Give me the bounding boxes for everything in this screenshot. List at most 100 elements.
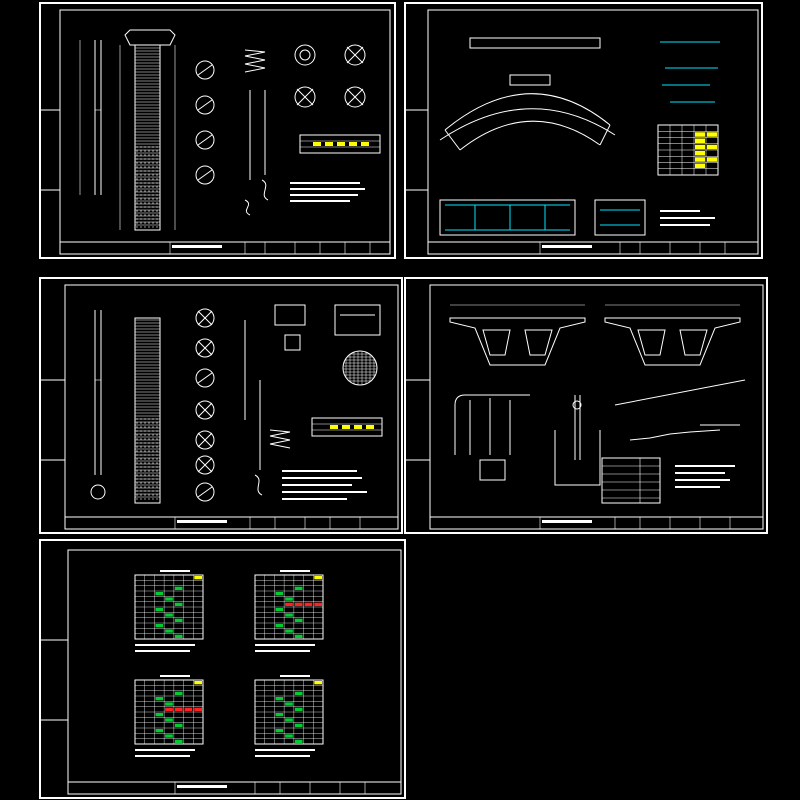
hatch-dot bbox=[156, 170, 158, 172]
hatch-dot bbox=[140, 186, 142, 188]
highlight-cell bbox=[184, 707, 193, 711]
hatch-dot bbox=[148, 450, 150, 452]
hatch-dot bbox=[148, 194, 150, 196]
hatch-dot bbox=[140, 458, 142, 460]
quantity-table bbox=[299, 134, 381, 154]
hatch-dot bbox=[148, 226, 150, 228]
highlight-cell bbox=[165, 597, 173, 601]
hatch-dot bbox=[152, 218, 154, 220]
hatch-dot bbox=[148, 454, 150, 456]
hatch-dot bbox=[152, 186, 154, 188]
highlight-cell bbox=[155, 624, 164, 628]
hatch-dot bbox=[144, 226, 146, 228]
hatch-dot bbox=[156, 190, 158, 192]
hatch-dot bbox=[136, 186, 138, 188]
hatch-dot bbox=[152, 146, 154, 148]
hatch-dot bbox=[144, 486, 146, 488]
highlight-cell bbox=[174, 707, 183, 711]
hatch-dot bbox=[148, 214, 150, 216]
hatch-dot bbox=[136, 158, 138, 160]
hatch-dot bbox=[156, 422, 158, 424]
hatch-dot bbox=[152, 214, 154, 216]
hatch-dot bbox=[144, 418, 146, 420]
hatch-dot bbox=[136, 194, 138, 196]
hatch-dot bbox=[156, 438, 158, 440]
hatch-dot bbox=[144, 174, 146, 176]
table-title bbox=[160, 675, 190, 677]
hatch-dot bbox=[144, 202, 146, 204]
highlight-cell bbox=[165, 734, 173, 738]
hatch-dot bbox=[136, 182, 138, 184]
rebar-table bbox=[254, 675, 324, 757]
drawing-frame bbox=[59, 9, 391, 243]
hatch-dot bbox=[144, 426, 146, 428]
hatch-dot bbox=[152, 174, 154, 176]
hatch-dot bbox=[148, 430, 150, 432]
highlight-cell bbox=[285, 702, 293, 706]
hatch-dot bbox=[152, 154, 154, 156]
hatch-dot bbox=[148, 154, 150, 156]
hatch-dot bbox=[136, 190, 138, 192]
hatch-dot bbox=[136, 498, 138, 500]
guardrail-detail bbox=[454, 394, 530, 481]
highlight-cell bbox=[165, 707, 173, 711]
quantity-table bbox=[601, 457, 661, 504]
highlight-cell bbox=[155, 592, 164, 596]
hatch-dot bbox=[156, 146, 158, 148]
highlight-cell bbox=[294, 739, 303, 743]
hatch-dot bbox=[152, 426, 154, 428]
hatch-dot bbox=[144, 442, 146, 444]
hatch-dot bbox=[156, 222, 158, 224]
drawing-frame bbox=[429, 284, 764, 518]
hatch-dot bbox=[148, 198, 150, 200]
hatch-dot bbox=[136, 162, 138, 164]
highlight-cell bbox=[165, 718, 173, 722]
hatch-dot bbox=[148, 182, 150, 184]
hatch-dot bbox=[148, 462, 150, 464]
drawing-frame bbox=[67, 549, 402, 783]
hatch-dot bbox=[148, 210, 150, 212]
hatch-dot bbox=[136, 166, 138, 168]
hatch-dot bbox=[140, 462, 142, 464]
hatch-dot bbox=[148, 442, 150, 444]
hatch-dot bbox=[144, 422, 146, 424]
hatch-dot bbox=[148, 190, 150, 192]
hatch-dot bbox=[136, 198, 138, 200]
highlight-cell bbox=[275, 608, 284, 612]
hatch-dot bbox=[148, 186, 150, 188]
hatch-dot bbox=[156, 186, 158, 188]
hatch-dot bbox=[140, 466, 142, 468]
hatch-dot bbox=[144, 450, 146, 452]
hatch-dot bbox=[140, 198, 142, 200]
hatch-dot bbox=[140, 146, 142, 148]
highlight-cell bbox=[275, 697, 284, 701]
pile-main-section bbox=[119, 29, 176, 231]
hatch-dot bbox=[140, 482, 142, 484]
hatch-dot bbox=[152, 438, 154, 440]
hatch-dot bbox=[136, 218, 138, 220]
highlight-cell bbox=[155, 608, 164, 612]
hatch-dot bbox=[136, 470, 138, 472]
hatch-dot bbox=[148, 162, 150, 164]
highlight-cell bbox=[294, 723, 303, 727]
hatch-dot bbox=[136, 446, 138, 448]
title-block bbox=[64, 516, 399, 530]
drawing-frame bbox=[427, 9, 759, 243]
highlight-cell bbox=[294, 634, 303, 638]
hatch-dot bbox=[152, 226, 154, 228]
hatch-dot bbox=[140, 222, 142, 224]
sheet-curved-beam-plan bbox=[404, 2, 763, 259]
highlight-cell bbox=[174, 691, 183, 695]
hatch-dot bbox=[156, 198, 158, 200]
hatch-dot bbox=[152, 170, 154, 172]
hatch-dot bbox=[148, 166, 150, 168]
hatch-dot bbox=[152, 202, 154, 204]
notes-text bbox=[660, 210, 715, 226]
hatch-dot bbox=[144, 446, 146, 448]
hatch-dot bbox=[156, 466, 158, 468]
hatch-dot bbox=[140, 150, 142, 152]
hatch-dot bbox=[152, 190, 154, 192]
hatch-dot bbox=[136, 478, 138, 480]
hatch-dot bbox=[152, 490, 154, 492]
hatch-dot bbox=[136, 490, 138, 492]
